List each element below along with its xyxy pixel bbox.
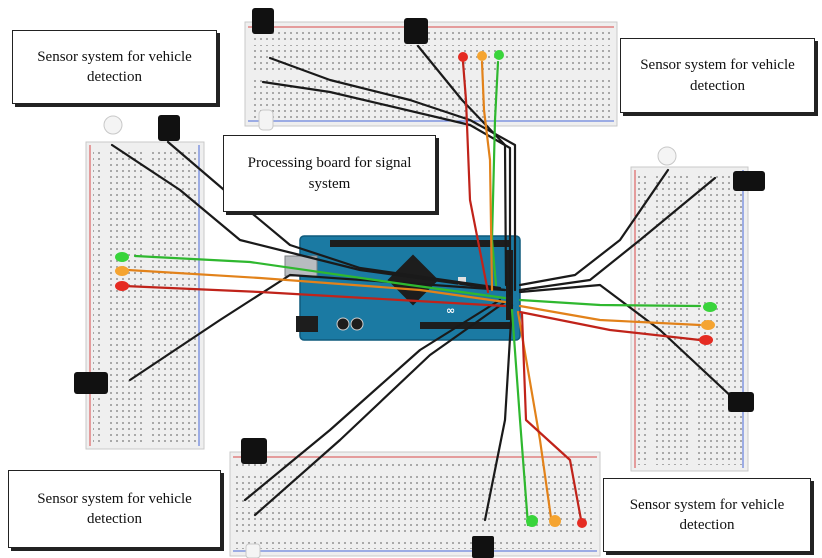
black-wires (110, 44, 737, 522)
breadboard-left (85, 141, 205, 450)
traffic-leds-top (458, 50, 504, 62)
svg-text:∞: ∞ (446, 304, 455, 317)
traffic-leds-left (115, 252, 129, 291)
callout-sensor-top-left: Sensor system for vehicle detection (12, 30, 217, 104)
breadboard-top (244, 21, 618, 127)
ir-emitters (103, 109, 677, 558)
callout-sensor-top-right: Sensor system for vehicle detection (620, 38, 815, 113)
signal-wires (122, 60, 702, 527)
callout-sensor-bottom-right: Sensor system for vehicle detection (603, 478, 811, 552)
callout-processing-board: Processing board for signal system (223, 135, 436, 212)
ir-sensors (74, 8, 765, 558)
traffic-leds-bottom (526, 515, 587, 528)
breadboard-bottom (229, 451, 601, 557)
callout-sensor-bottom-left: Sensor system for vehicle detection (8, 470, 221, 548)
breadboard-right (630, 166, 749, 472)
traffic-leds-right (699, 302, 717, 345)
